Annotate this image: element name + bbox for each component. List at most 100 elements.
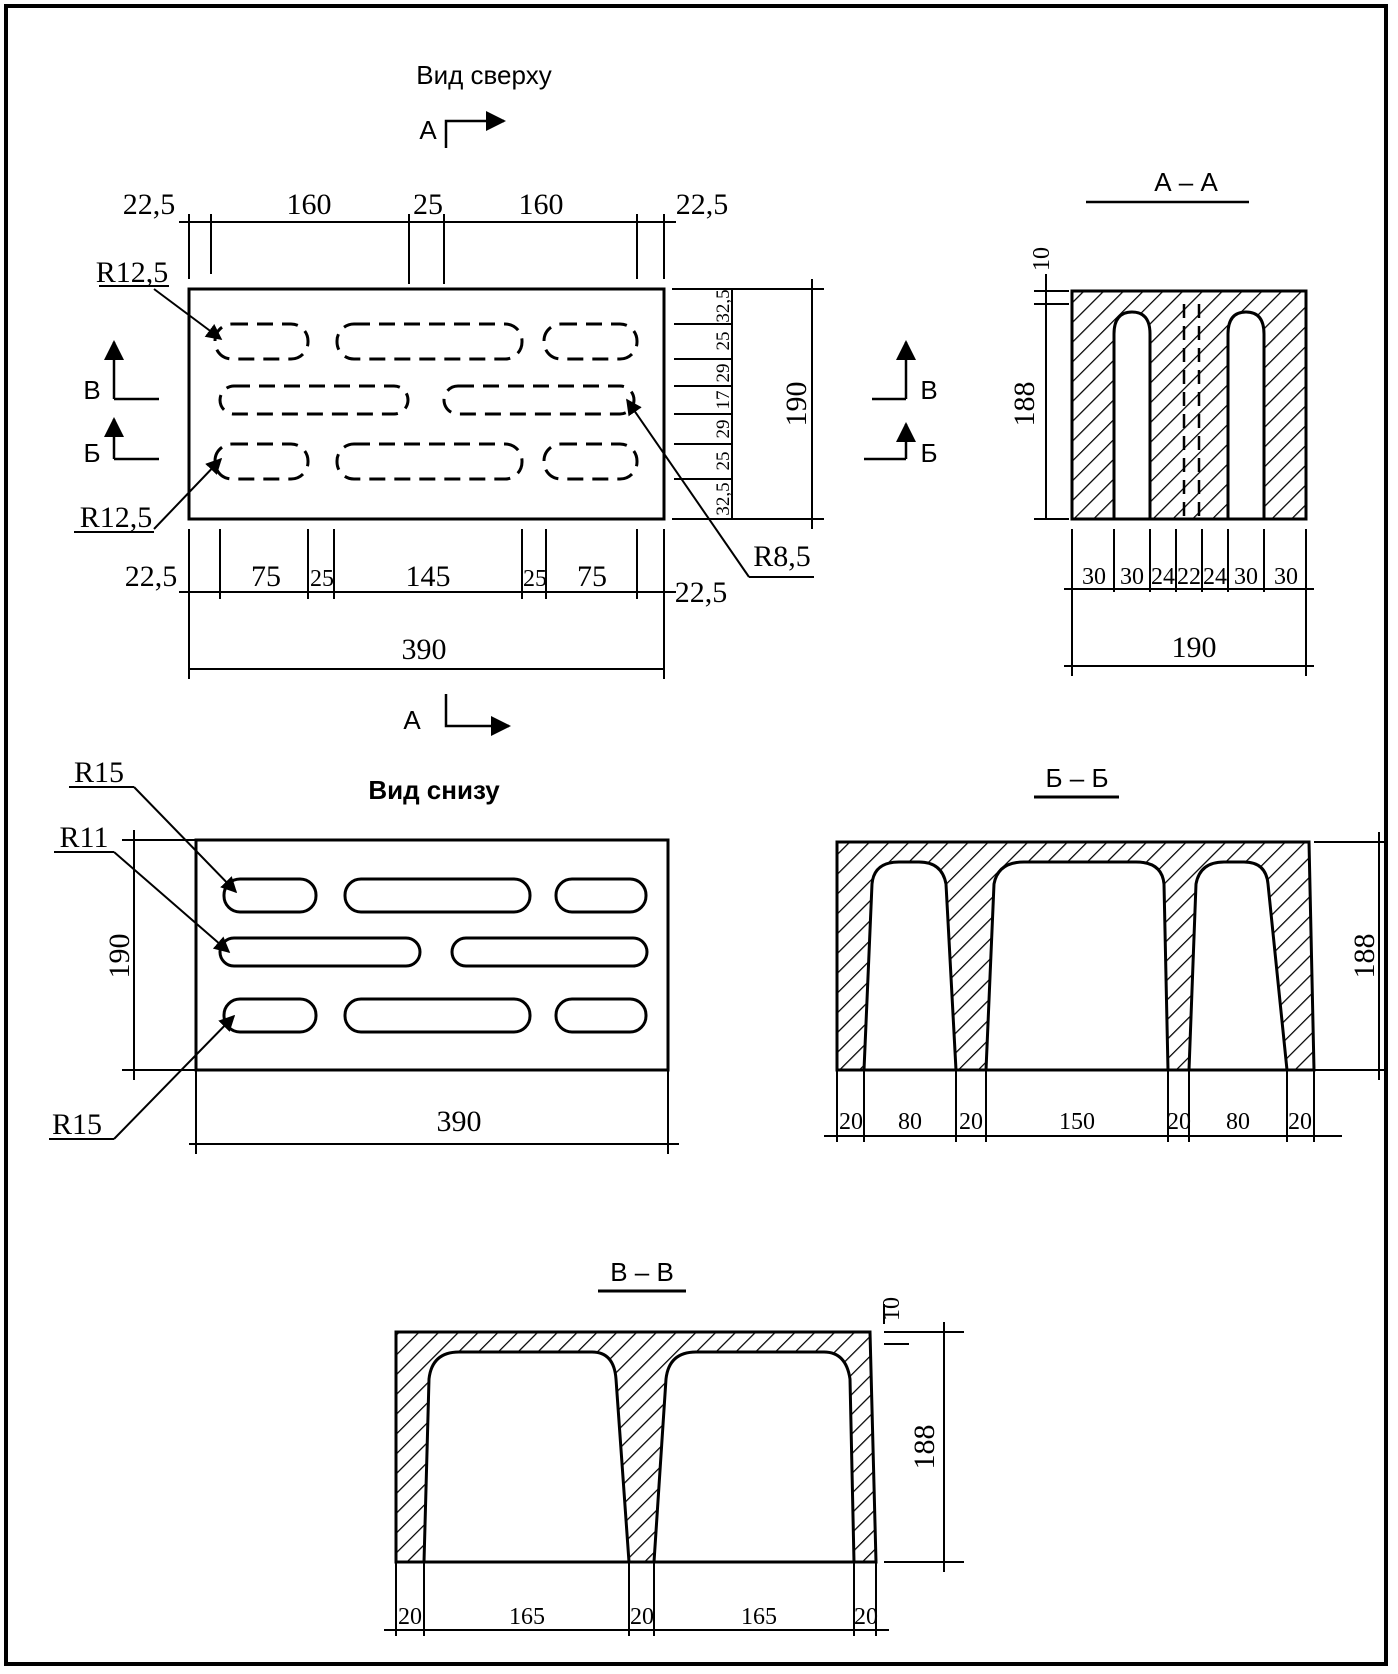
dim-total-length: 390	[402, 633, 447, 666]
section-bb-title: Б – Б	[1045, 763, 1108, 793]
bb-dim-3: 150	[1059, 1109, 1095, 1135]
vv-dim-2: 20	[630, 1604, 654, 1630]
cut-a-bottom-letter: А	[403, 705, 421, 735]
top-view-bottom-dimensions	[179, 529, 676, 679]
top-view-top-dimensions	[179, 214, 676, 284]
cut-marks-left	[104, 340, 159, 461]
dim-bottom-2: 25	[310, 566, 334, 592]
dim-top-2: 25	[413, 188, 443, 221]
dim-bottom-5: 75	[577, 560, 607, 593]
cut-v-left-letter: В	[83, 375, 100, 405]
bottom-view-block	[194, 838, 670, 1072]
bb-dim-5: 80	[1226, 1109, 1250, 1135]
top-view: Вид сверху А 22,5 16	[74, 60, 938, 736]
void-slot	[335, 322, 524, 361]
aa-dim-6: 30	[1274, 564, 1298, 590]
drawing-sheet: Вид сверху А 22,5 16	[4, 4, 1388, 1666]
void-slot	[218, 384, 410, 416]
aa-height: 188	[1008, 382, 1041, 427]
dim-top-1: 160	[287, 188, 332, 221]
section-aa: А – А 10 188 30 30 24 22	[1008, 167, 1314, 676]
void-slot	[554, 877, 648, 914]
section-vv: В – В 10 188 20 165 20 165 20	[384, 1257, 964, 1636]
dim-top-4: 22,5	[676, 188, 729, 221]
cut-b-right-letter: Б	[920, 438, 937, 468]
cut-v-right-letter: В	[920, 375, 937, 405]
void-slot	[213, 322, 310, 361]
aa-dim-2: 24	[1151, 564, 1175, 590]
dim-right-0: 32,5	[713, 289, 734, 322]
dim-bottom-3: 145	[406, 560, 451, 593]
section-vv-dimensions	[384, 1304, 964, 1636]
void-slot	[222, 997, 318, 1034]
dim-right-4: 29	[713, 420, 734, 439]
bottom-view-height: 190	[103, 934, 136, 979]
section-vv-body	[394, 1330, 878, 1564]
void-slot	[213, 442, 310, 481]
void-slot	[542, 442, 639, 481]
bottom-radius-bottom: R15	[52, 1108, 102, 1141]
dim-bottom-6: 22,5	[675, 576, 728, 609]
sheet-border	[4, 4, 1388, 1666]
bb-dim-2: 20	[959, 1109, 983, 1135]
void-slot	[343, 997, 532, 1034]
dim-top-3: 160	[519, 188, 564, 221]
section-bb-body	[835, 840, 1316, 1072]
top-view-title: Вид сверху	[416, 60, 551, 90]
dim-right-3: 17	[713, 391, 734, 410]
radius-top-outer: R12,5	[96, 256, 169, 289]
section-bb-dimensions	[824, 832, 1388, 1142]
dim-right-2: 29	[713, 364, 734, 383]
dim-height: 190	[780, 382, 813, 427]
aa-top-thickness: 10	[1029, 247, 1055, 271]
bottom-view-voids	[218, 877, 649, 1034]
dim-top-0: 22,5	[123, 188, 176, 221]
bottom-view: Вид снизу 190 390	[49, 756, 679, 1154]
vv-height: 188	[908, 1425, 941, 1470]
dim-bottom-1: 75	[251, 560, 281, 593]
top-view-block	[187, 287, 666, 521]
section-bb: Б – Б 188 20 80 20 150 20 80 20	[824, 763, 1388, 1142]
dim-bottom-4: 25	[523, 566, 547, 592]
void-slot	[218, 936, 422, 968]
bottom-view-length: 390	[437, 1105, 482, 1138]
aa-width: 190	[1172, 631, 1217, 664]
void-slot	[542, 322, 639, 361]
top-view-right-dimensions	[672, 279, 824, 529]
top-view-hidden-voids	[213, 322, 639, 481]
bottom-view-dimensions	[122, 830, 679, 1154]
vv-dim-1: 165	[509, 1604, 545, 1630]
vv-dim-0: 20	[398, 1604, 422, 1630]
dim-right-6: 32,5	[713, 482, 734, 515]
aa-dim-4: 24	[1203, 564, 1227, 590]
bottom-view-title: Вид снизу	[368, 775, 500, 805]
cut-a-bottom-mark	[444, 694, 511, 736]
bottom-radius-mid: R11	[60, 821, 109, 854]
cut-a-top-letter: А	[419, 115, 437, 145]
bb-dim-1: 80	[898, 1109, 922, 1135]
top-view-radius-leaders	[74, 285, 814, 578]
section-aa-dimensions	[1034, 274, 1314, 676]
dim-right-5: 25	[713, 452, 734, 471]
dim-bottom-0: 22,5	[125, 560, 178, 593]
cut-b-left-letter: Б	[83, 438, 100, 468]
void-slot	[343, 877, 532, 914]
aa-dim-3: 22	[1177, 564, 1201, 590]
cut-marks-right	[864, 340, 916, 461]
vv-top-thickness: 10	[879, 1297, 905, 1321]
section-aa-title: А – А	[1154, 167, 1218, 197]
aa-dim-0: 30	[1082, 564, 1106, 590]
radius-mid: R8,5	[753, 540, 811, 573]
void-slot	[442, 384, 636, 416]
bb-dim-0: 20	[839, 1109, 863, 1135]
void-slot	[222, 877, 318, 914]
cut-a-top-mark	[444, 111, 506, 148]
bottom-view-radius-leaders	[49, 786, 238, 1140]
bb-dim-4: 20	[1167, 1109, 1191, 1135]
section-aa-body	[1070, 289, 1308, 521]
bb-height: 188	[1348, 934, 1381, 979]
void-slot	[554, 997, 648, 1034]
bottom-radius-top: R15	[74, 756, 124, 789]
dim-right-1: 25	[713, 332, 734, 351]
vv-dim-3: 165	[741, 1604, 777, 1630]
